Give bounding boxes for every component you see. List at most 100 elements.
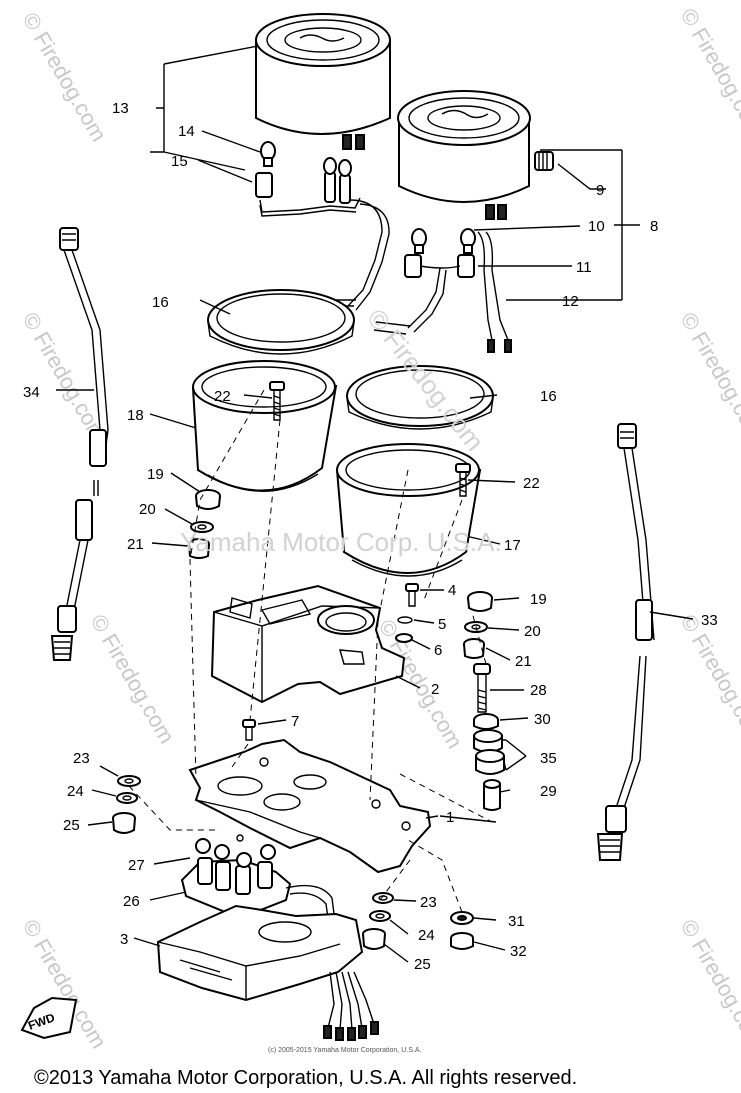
meter-bulb-10 [411,228,476,254]
nut-21-left [188,538,210,559]
callout-label-7: 7 [291,713,299,730]
washer-6 [395,633,413,643]
callout-label-16: 16 [540,388,557,405]
collar-30 [473,713,499,730]
leader-lines [56,45,694,963]
callout-label-33: 33 [701,612,718,629]
callout-label-12: 12 [562,293,579,310]
grommet-25-left [112,812,136,834]
spacer-29 [483,779,501,811]
fine-print-caption: (c) 2005-2015 Yamaha Motor Corporation, … [268,1047,421,1054]
edge-watermark-top-left: © Firedog.com [18,8,112,146]
callout-label-27: 27 [128,857,145,874]
bolt-28 [473,663,491,713]
assembly-guide-lines [128,389,493,913]
callout-label-23: 23 [420,894,437,911]
callout-label-9: 9 [596,182,604,199]
callout-label-25: 25 [414,956,431,973]
meter-housing-2 [210,584,406,704]
washer-24-right [369,910,391,922]
lower-cover-3 [156,904,364,1002]
forward-arrow-icon: FWD [20,996,78,1040]
callout-label-26: 26 [123,893,140,910]
edge-watermark-bottom-right: © Firedog.com [676,915,741,1053]
callout-label-35: 35 [540,750,557,767]
callout-label-20: 20 [524,623,541,640]
washer-24-left [116,792,138,804]
spring-washer-5 [397,616,413,624]
edge-watermark-mid-left: © Firedog.com [18,308,112,446]
callout-label-16: 16 [152,294,169,311]
callout-label-23: 23 [73,750,90,767]
callout-label-3: 3 [120,931,128,948]
callout-label-19: 19 [147,466,164,483]
screw-4 [405,583,419,607]
callout-label-24: 24 [67,783,84,800]
washer-31 [450,911,474,925]
callout-label-15: 15 [171,153,188,170]
callout-label-22: 22 [523,475,540,492]
callout-label-28: 28 [530,682,547,699]
callout-label-19: 19 [530,591,547,608]
center-watermark: Yamaha Motor Corp. U.S.A. [180,527,502,557]
meter-case-18 [191,360,338,492]
callout-label-29: 29 [540,783,557,800]
washer-20-left [190,521,214,533]
washer-23-left [117,775,141,787]
callout-label-8: 8 [650,218,658,235]
grommet-19-right [467,591,493,612]
speedometer-assembly [255,13,391,150]
callout-label-18: 18 [127,407,144,424]
mounting-plate-1 [188,738,432,874]
callout-label-30: 30 [534,711,551,728]
callout-label-13: 13 [112,100,129,117]
meter-leads-12 [477,231,512,353]
callout-label-25: 25 [63,817,80,834]
callout-label-11: 11 [576,259,592,276]
washer-23-right [372,892,394,904]
indicator-bulbs-27 [195,838,276,868]
socket-cord-15 [255,157,390,313]
callout-label-20: 20 [139,501,156,518]
edge-watermark-low-left: © Firedog.com [86,610,180,748]
callout-label-5: 5 [438,616,446,633]
copyright-footer: ©2013 Yamaha Motor Corporation, U.S.A. A… [34,1067,577,1089]
nut-32 [450,932,474,950]
speedometer-cable-34 [50,227,109,661]
edge-watermark-low-right: © Firedog.com [676,610,741,748]
tachometer-assembly [397,90,531,220]
callout-label-21: 21 [127,536,144,553]
screw-22-left [269,381,285,421]
socket-cord-11 [373,254,475,335]
callout-label-22: 22 [214,388,231,405]
callout-label-6: 6 [434,642,442,659]
callout-label-10: 10 [588,218,605,235]
damper-35 [473,729,505,775]
callout-label-4: 4 [448,582,456,599]
tachometer-cable-33 [596,423,655,861]
callout-label-24: 24 [418,927,435,944]
callout-label-2: 2 [431,681,439,698]
meter-bulb-14 [260,141,276,167]
screw-7 [242,719,256,741]
reset-knob-9 [534,151,554,171]
edge-watermark-mid-right: © Firedog.com [676,308,741,446]
callout-label-32: 32 [510,943,527,960]
callout-label-1: 1 [446,809,454,826]
callout-label-17: 17 [504,537,521,554]
grommet-19-left [195,489,221,510]
wire-harness [323,971,379,1041]
indicator-housing-26 [180,857,337,933]
meter-ring-16-right [346,365,494,430]
nut-21-right [463,638,485,659]
callout-label-34: 34 [23,384,40,401]
meter-ring-16-left [207,289,355,355]
edge-watermark-center-low: © Firedog.com [374,615,468,753]
callout-label-14: 14 [178,123,195,140]
screw-22-right [455,463,471,497]
callout-label-31: 31 [508,913,525,930]
callout-label-21: 21 [515,653,532,670]
